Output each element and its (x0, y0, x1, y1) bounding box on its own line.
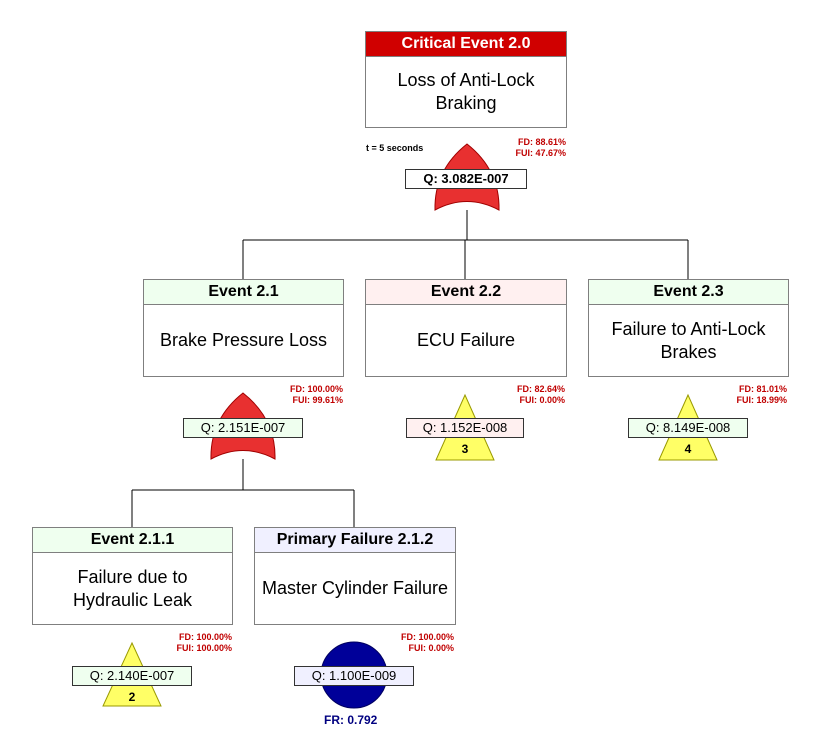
event-header: Event 2.3 (589, 280, 788, 305)
event-title: Failure to Anti-Lock Brakes (611, 318, 766, 362)
failure-rate-label: FR: 0.792 (324, 713, 378, 727)
event-title: Failure due to Hydraulic Leak (72, 566, 193, 610)
critical-event-title: Loss of Anti-Lock Braking (397, 70, 535, 113)
q-value-badge: Q: 2.140E-007 (72, 666, 192, 686)
fd-label: FD: 100.00% (178, 632, 232, 642)
fd-label: FD: 100.00% (289, 384, 343, 394)
transfer-number: 2 (128, 690, 136, 704)
event-header: Event 2.1.1 (33, 528, 232, 553)
event-2-1-1-box[interactable]: Event 2.1.1 Failure due to Hydraulic Lea… (32, 527, 233, 625)
fui-label: FUI: 0.00% (408, 643, 454, 653)
q-value-badge: Q: 3.082E-007 (405, 169, 527, 189)
q-value-badge: Q: 8.149E-008 (628, 418, 748, 438)
event-header: Event 2.1 (144, 280, 343, 305)
event-2-3-box[interactable]: Event 2.3 Failure to Anti-Lock Brakes (588, 279, 789, 377)
fd-label: FD: 81.01% (738, 384, 787, 394)
fui-label: FUI: 47.67% (515, 148, 566, 158)
event-title: ECU Failure (416, 330, 516, 350)
fui-label: FUI: 18.99% (736, 395, 787, 405)
q-value-badge: Q: 1.152E-008 (406, 418, 524, 438)
fui-label: FUI: 99.61% (292, 395, 343, 405)
fd-label: FD: 88.61% (517, 137, 566, 147)
event-title: Master Cylinder Failure (261, 578, 449, 598)
fui-label: FUI: 100.00% (176, 643, 232, 653)
event-2-1-box[interactable]: Event 2.1 Brake Pressure Loss (143, 279, 344, 377)
fd-label: FD: 100.00% (400, 632, 454, 642)
event-2-2-box[interactable]: Event 2.2 ECU Failure (365, 279, 567, 377)
transfer-number: 3 (461, 442, 469, 456)
fui-label: FUI: 0.00% (519, 395, 565, 405)
connector-lines (131, 210, 689, 527)
q-value-badge: Q: 2.151E-007 (183, 418, 303, 438)
event-header: Event 2.2 (366, 280, 566, 305)
primary-failure-box[interactable]: Primary Failure 2.1.2 Master Cylinder Fa… (254, 527, 456, 625)
event-title: Brake Pressure Loss (159, 330, 328, 350)
fd-label: FD: 82.64% (516, 384, 565, 394)
transfer-number: 4 (684, 442, 692, 456)
event-header: Primary Failure 2.1.2 (255, 528, 455, 553)
time-note: t = 5 seconds (366, 143, 424, 153)
critical-event-header: Critical Event 2.0 (366, 32, 566, 57)
q-value-badge: Q: 1.100E-009 (294, 666, 414, 686)
critical-event-box[interactable]: Critical Event 2.0 Loss of Anti-Lock Bra… (365, 31, 567, 128)
